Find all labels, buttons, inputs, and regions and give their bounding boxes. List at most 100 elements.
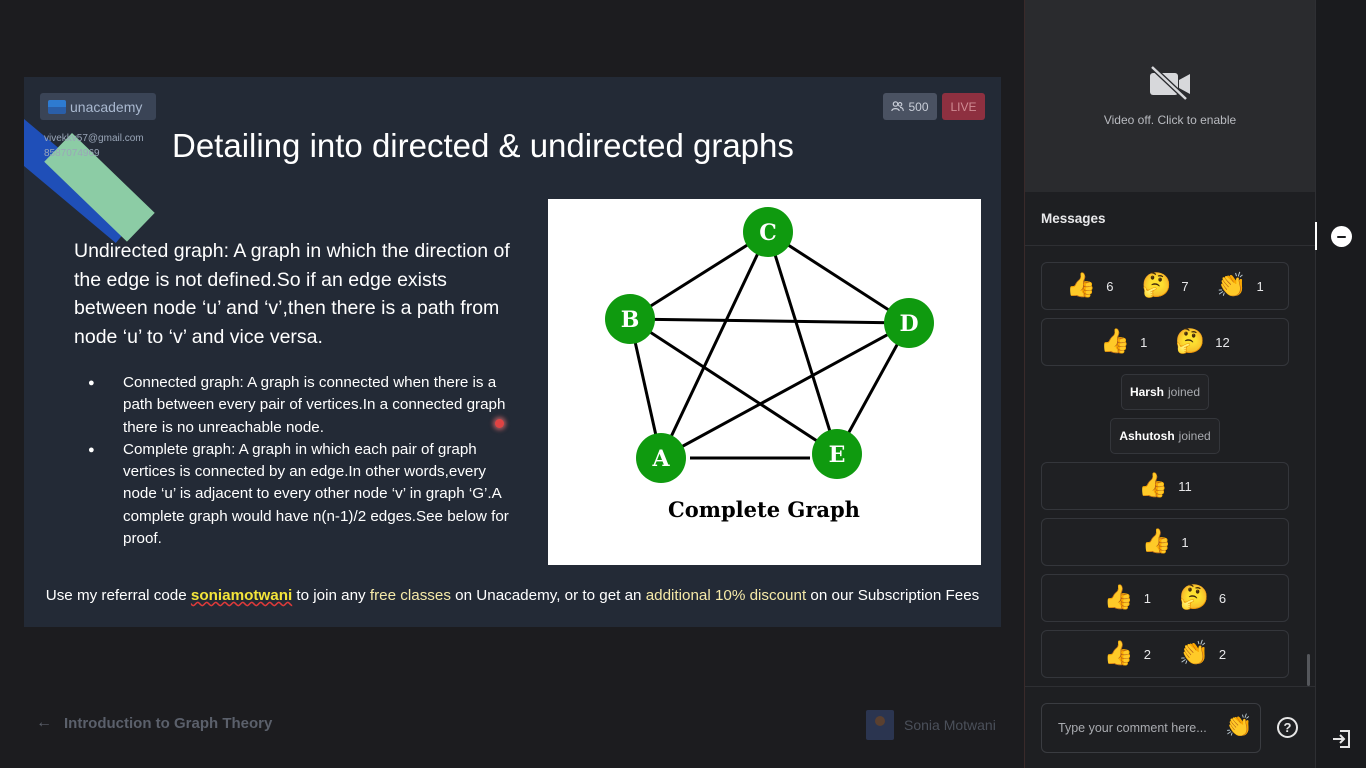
- clapping-hands-icon: 👏: [1179, 640, 1209, 667]
- referral-additional: additional: [645, 587, 711, 604]
- joined-user-name: Ashutosh: [1119, 429, 1175, 443]
- bullet-connected-graph: Connected graph: A graph is connected wh…: [88, 372, 518, 439]
- graph-node-a-label: A: [651, 446, 670, 472]
- reaction-count: 1: [1140, 334, 1148, 350]
- graph-edge: [766, 231, 839, 455]
- reaction: 👍1: [1141, 530, 1188, 554]
- reaction-count: 12: [1215, 334, 1230, 350]
- reaction: 👍1: [1104, 586, 1151, 610]
- users-icon: [891, 101, 905, 112]
- comment-area: 👏 ?: [1025, 686, 1315, 768]
- thumbs-up-icon: 👍: [1066, 272, 1097, 299]
- reaction: 🤔6: [1179, 586, 1226, 610]
- side-rail: [1315, 0, 1366, 768]
- reaction-count: 11: [1178, 478, 1192, 494]
- lesson-title: Introduction to Graph Theory: [64, 714, 273, 732]
- active-tab-indicator: [1315, 222, 1317, 250]
- reaction-count: 2: [1218, 646, 1227, 662]
- reaction-count: 7: [1181, 278, 1189, 294]
- referral-discount: 10% discount: [714, 587, 807, 604]
- reaction-card: 👍1 🤔6: [1041, 574, 1289, 622]
- complete-graph-figure: C B D A E Complete Graph: [548, 199, 981, 565]
- graph-node-e: [812, 429, 862, 479]
- reaction-card: 👍 11: [1041, 462, 1289, 510]
- watermark-email: vivekkv57@gmail.com: [44, 133, 144, 144]
- thinking-face-icon: 🤔: [1141, 272, 1172, 299]
- bullet-complete-graph: Complete graph: A graph in which each pa…: [88, 439, 518, 550]
- graph-node-b-label: B: [621, 307, 640, 333]
- exit-icon[interactable]: [1332, 730, 1352, 748]
- video-off-icon: [1150, 65, 1190, 101]
- thumbs-up-icon: 👍: [1103, 640, 1134, 667]
- presenter-info: Sonia Motwani: [866, 710, 996, 740]
- referral-mid1: to join any: [296, 587, 366, 604]
- thumbs-up-icon: 👍: [1141, 528, 1172, 555]
- reaction: 👍 11: [1138, 474, 1191, 498]
- graph-node-c-label: C: [759, 220, 777, 246]
- comment-input[interactable]: [1041, 703, 1261, 753]
- reaction: 👍2: [1104, 642, 1151, 666]
- viewer-count-badge: 500: [883, 93, 937, 120]
- reaction: 🤔7: [1141, 274, 1188, 298]
- reaction: 👏2: [1179, 642, 1226, 666]
- messages-scrollbar[interactable]: [1307, 654, 1310, 686]
- reaction-count: 6: [1218, 590, 1227, 606]
- reaction-card: 👍1 🤔12: [1041, 318, 1289, 366]
- viewer-count: 500: [908, 99, 929, 114]
- graph-edge: [629, 230, 769, 321]
- graph-edge: [629, 317, 910, 325]
- referral-code: soniamotwani: [190, 587, 293, 604]
- graph-edge: [629, 317, 838, 456]
- presenter-name: Sonia Motwani: [904, 717, 996, 733]
- reaction: 👏1: [1217, 274, 1264, 298]
- back-to-course-link[interactable]: ← Introduction to Graph Theory: [36, 714, 272, 732]
- watermark-phone: 8587074969: [44, 148, 100, 159]
- graph-edge: [767, 230, 910, 325]
- reaction-count: 1: [1143, 590, 1151, 606]
- complete-graph-diagram: C B D A E Complete Graph: [605, 207, 934, 522]
- joined-text: joined: [1178, 429, 1211, 443]
- logo-text: unacademy: [70, 98, 143, 115]
- bullet-list: Connected graph: A graph is connected wh…: [88, 372, 518, 550]
- reaction-count: 2: [1143, 646, 1151, 662]
- class-stage: unacademy vivekkv57@gmail.com 8587074969…: [0, 0, 1024, 768]
- clap-reaction-icon[interactable]: 👏: [1225, 714, 1253, 739]
- reaction-count: 1: [1181, 534, 1189, 550]
- video-off-text: Video off. Click to enable: [1103, 113, 1237, 127]
- reaction-count: 6: [1106, 278, 1114, 294]
- graph-node-b: [605, 294, 655, 344]
- reaction-card: 👍1: [1041, 518, 1289, 566]
- joined-user-name: Harsh: [1129, 385, 1164, 399]
- arrow-left-icon: ←: [36, 714, 52, 731]
- slide: unacademy vivekkv57@gmail.com 8587074969…: [24, 77, 1001, 627]
- side-panel: Video off. Click to enable Messages 👍 6 🤔…: [1024, 0, 1366, 768]
- reaction-card: 👍6 🤔7 👏1: [1041, 262, 1289, 310]
- thumbs-up-icon: 👍: [1138, 472, 1169, 499]
- graph-edge: [660, 321, 910, 460]
- unacademy-logo-icon: [48, 99, 66, 114]
- reaction: 🤔 12: [1175, 330, 1229, 354]
- video-off-tile[interactable]: Video off. Click to enable: [1025, 0, 1315, 192]
- messages-header: Messages: [1025, 192, 1315, 246]
- slide-title: Detailing into directed & undirected gra…: [172, 127, 794, 164]
- presenter-avatar: [866, 710, 894, 740]
- reaction-count: 1: [1256, 278, 1264, 294]
- live-badge: LIVE: [942, 93, 985, 120]
- help-icon[interactable]: ?: [1277, 717, 1298, 738]
- unacademy-logo: unacademy: [40, 93, 156, 120]
- laser-pointer: [495, 419, 504, 428]
- joined-text: joined: [1167, 385, 1201, 399]
- graph-node-d-label: D: [899, 311, 918, 337]
- graph-node-d: [884, 298, 934, 348]
- graph-node-c: [743, 207, 793, 257]
- thinking-face-icon: 🤔: [1179, 584, 1209, 611]
- chat-icon[interactable]: [1331, 226, 1352, 247]
- referral-free-classes: free classes: [369, 587, 451, 604]
- referral-banner: Use my referral code soniamotwani to joi…: [24, 587, 1001, 604]
- graph-edge: [659, 231, 770, 459]
- thinking-face-icon: 🤔: [1175, 328, 1206, 355]
